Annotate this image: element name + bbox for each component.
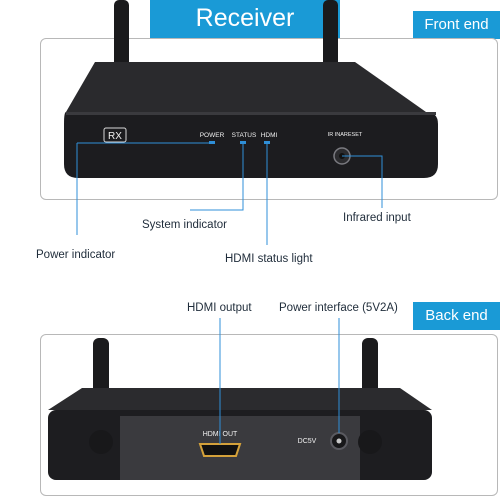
rear-port-panel — [120, 416, 360, 480]
hdmi-led-label: HDMI — [261, 132, 278, 139]
front-end-banner: Front end — [413, 11, 500, 39]
hdmi-led — [264, 141, 270, 144]
infrared-input-leader — [342, 155, 383, 208]
device-top-surface — [66, 62, 426, 112]
rx-badge — [103, 127, 127, 143]
hdmi-out-port — [198, 443, 242, 457]
status-led-label: STATUS — [232, 132, 257, 139]
power-led — [209, 141, 215, 144]
receiver-title-banner: Receiver — [150, 0, 340, 38]
ir-label: IR INARESET — [328, 132, 363, 138]
back-device-top-surface — [48, 388, 432, 410]
left-antenna — [114, 0, 129, 72]
left-antenna-mount — [89, 430, 113, 454]
power-indicator-callout: Power indicator — [36, 249, 116, 261]
status-led — [240, 141, 246, 144]
power-interface-callout: Power interface (5V2A) — [279, 302, 398, 314]
right-antenna — [323, 0, 338, 72]
back-end-banner: Back end — [413, 302, 500, 330]
infrared-input-callout: Infrared input — [343, 212, 411, 224]
right-antenna-mount — [358, 430, 382, 454]
power-indicator-leader — [76, 142, 210, 235]
rx-badge-text: RX — [108, 131, 122, 142]
system-indicator-leader — [190, 143, 244, 211]
system-indicator-callout: System indicator — [142, 219, 228, 231]
hdmi-output-callout: HDMI output — [187, 302, 252, 314]
hdmi-status-light-callout: HDMI status light — [225, 253, 313, 265]
power-led-label: POWER — [200, 132, 225, 139]
dc5v-label: DC5V — [298, 438, 317, 445]
